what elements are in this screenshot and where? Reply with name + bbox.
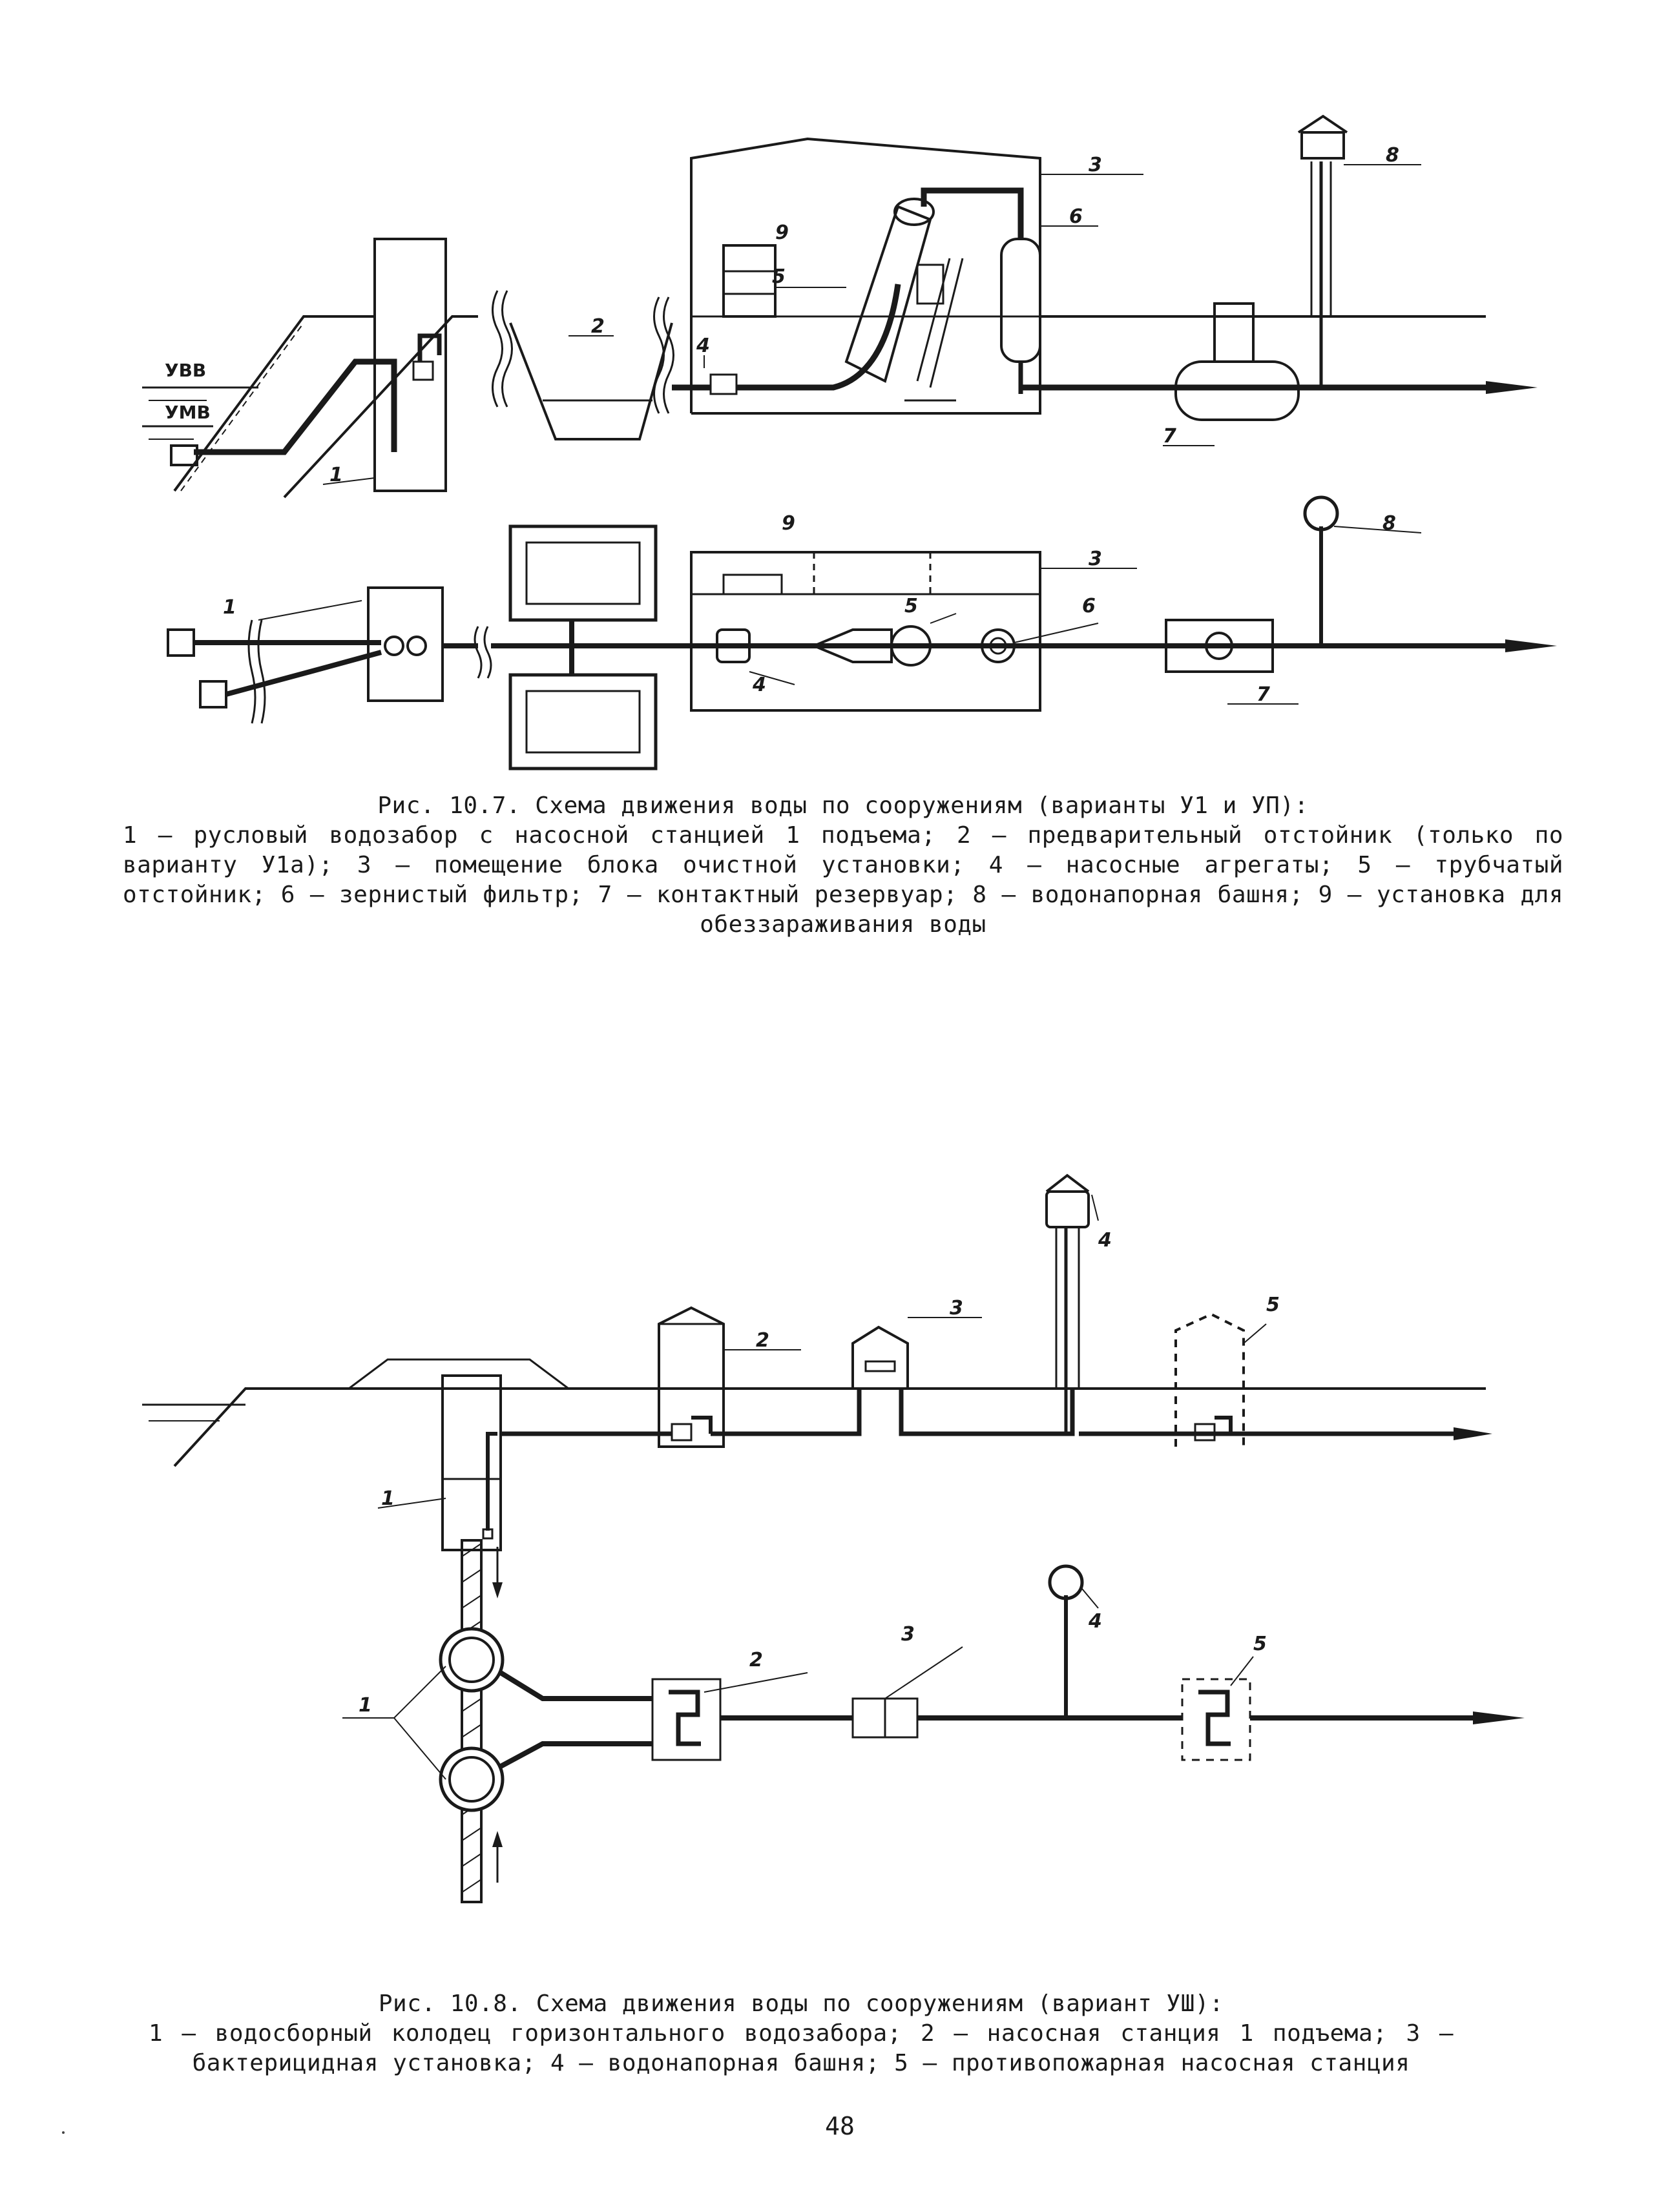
fig2-profile	[142, 1173, 1492, 1551]
fig1-caption-text: 1 – русловый водозабор с насосной станци…	[123, 822, 1563, 938]
fig2-caption-title: Рис. 10.8. Схема движения воды по сооруж…	[378, 1990, 1224, 2017]
level-low-label: УМВ	[165, 402, 211, 423]
fig1-caption: Рис. 10.7. Схема движения воды по сооруж…	[123, 791, 1563, 940]
scan-speck	[62, 2131, 65, 2134]
fig2-plan-callout-3: 3	[901, 1623, 915, 1646]
page-number: 48	[825, 2112, 855, 2140]
fig1-plan-callout-7: 7	[1257, 683, 1270, 706]
fig1-profile-callout-1: 1	[329, 464, 343, 486]
fig1-profile-callout-6: 6	[1069, 205, 1083, 228]
fig1-plan-callout-6: 6	[1082, 595, 1096, 617]
fig2-caption: Рис. 10.8. Схема движения воды по сооруж…	[149, 1989, 1454, 2078]
fig2-profile-callout-2: 2	[756, 1329, 769, 1352]
fig2-profile-callout-5: 5	[1266, 1294, 1280, 1316]
fig1-plan-callout-8: 8	[1382, 512, 1396, 535]
fig2-caption-text: 1 – водосборный колодец горизонтального …	[149, 2020, 1454, 2076]
fig2-profile-callout-3: 3	[950, 1297, 963, 1319]
fig1-plan-callout-9: 9	[782, 512, 795, 535]
fig1-plan-callout-4: 4	[752, 674, 766, 696]
fig1-plan-callout-5: 5	[904, 595, 918, 617]
fig1-profile-callout-2: 2	[591, 315, 605, 338]
fig2-plan-callout-5: 5	[1253, 1633, 1267, 1655]
fig2-plan-callout-4: 4	[1088, 1610, 1102, 1633]
fig1-profile	[142, 114, 1538, 499]
fig1-profile-callout-7: 7	[1163, 425, 1176, 448]
fig1-plan	[167, 495, 1557, 770]
fig2-plan-callout-2: 2	[749, 1649, 763, 1671]
fig1-plan-callout-3: 3	[1089, 548, 1102, 570]
level-high-label: УВВ	[165, 360, 206, 381]
fig1-profile-callout-3: 3	[1089, 154, 1102, 176]
fig1-profile-callout-8: 8	[1386, 144, 1399, 167]
fig1-profile-callout-4: 4	[696, 335, 710, 357]
fig1-caption-title: Рис. 10.7. Схема движения воды по сооруж…	[377, 792, 1309, 819]
fig1-profile-callout-5: 5	[772, 265, 786, 288]
fig2-plan	[342, 1539, 1525, 1903]
fig2-profile-callout-4: 4	[1098, 1229, 1112, 1252]
fig2-plan-callout-1: 1	[359, 1694, 372, 1717]
figure-10-7: УВВ УМВ 1 2 3 4 5 6 7 8 9 1 3 4 5 6 7 8 …	[142, 114, 1557, 770]
fig2-profile-callout-1: 1	[381, 1487, 395, 1510]
fig1-plan-callout-1: 1	[223, 596, 236, 619]
figure-10-8: 1 2 3 4 5 1 2 3 4 5	[142, 1173, 1525, 1903]
fig1-profile-callout-9: 9	[775, 222, 789, 244]
